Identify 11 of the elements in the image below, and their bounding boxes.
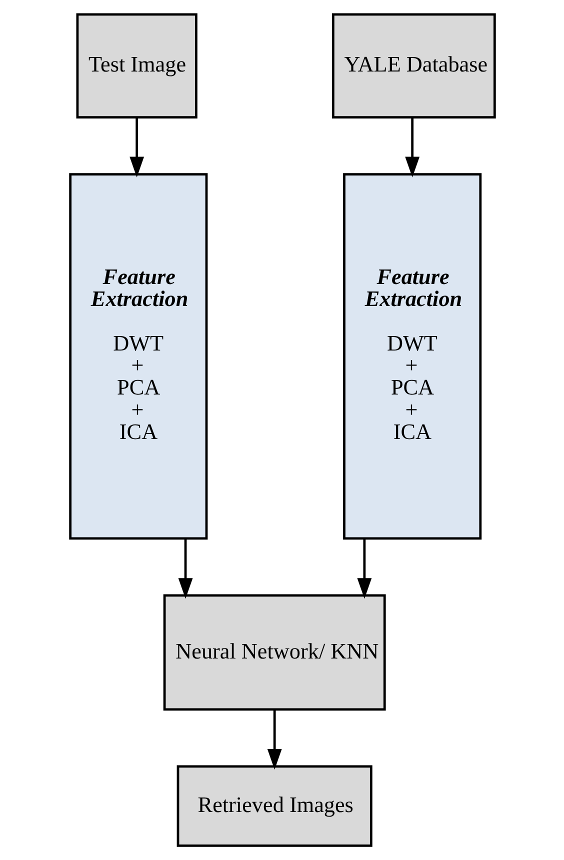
node-box: Test Image xyxy=(76,13,197,118)
arrow xyxy=(266,710,282,770)
arrow xyxy=(129,118,144,178)
arrow xyxy=(356,538,372,599)
arrow xyxy=(178,538,192,599)
node-box: Neural Network/ KNN xyxy=(162,594,386,711)
arrow xyxy=(404,118,420,178)
node-box: Feature Extraction DWT + PCA + ICA xyxy=(68,173,208,540)
node-box: Retrieved Images xyxy=(176,765,372,847)
node-box: Feature Extraction DWT + PCA + ICA xyxy=(342,173,482,540)
node-box: YALE Database xyxy=(331,13,496,118)
